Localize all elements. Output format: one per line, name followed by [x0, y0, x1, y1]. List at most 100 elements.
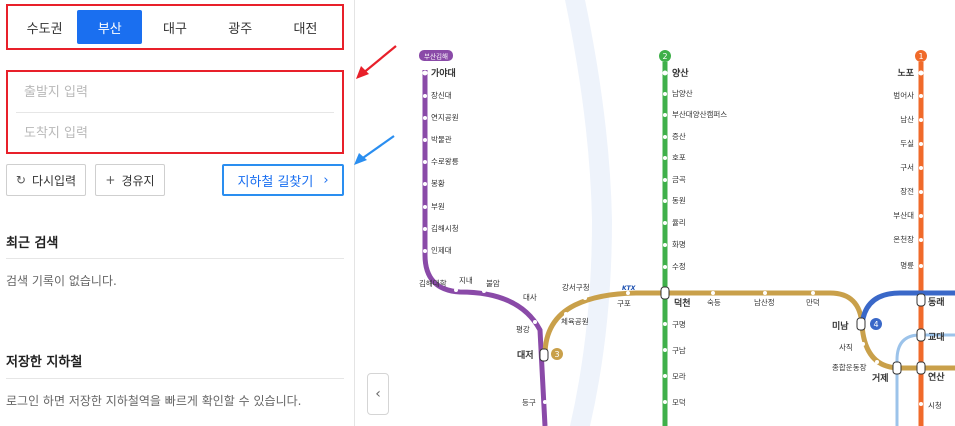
- station-label[interactable]: 숙등: [707, 298, 721, 307]
- station-label[interactable]: 체육공원: [561, 316, 589, 326]
- station-label[interactable]: 구서: [900, 163, 914, 172]
- station-label[interactable]: 구남: [672, 346, 686, 355]
- station-label[interactable]: 시청: [928, 401, 942, 410]
- station-label[interactable]: 모덕: [672, 397, 686, 407]
- station-label[interactable]: 장전: [900, 186, 914, 196]
- badge-line-4-label: 4: [873, 320, 878, 329]
- station-label[interactable]: 김해시청: [431, 223, 459, 233]
- station-label[interactable]: 덕천: [674, 298, 691, 309]
- station-label[interactable]: 온천장: [893, 234, 914, 244]
- station-label[interactable]: 화명: [672, 239, 686, 249]
- badge-busan-gimhae-label: 부산김해: [424, 52, 448, 61]
- recent-divider: [6, 258, 344, 259]
- subway-map[interactable]: 부산김해 2 1 3 4 KTX 가야대 장신대 연지공원 박물관 수로왕릉 봉…: [395, 0, 955, 426]
- station-label[interactable]: 인제대: [431, 245, 452, 255]
- gold-stations: 강서구청 체육공원 구포 숙등 남산정 만덕 미남 사직 종합운동장 거제: [561, 282, 902, 384]
- badge-line-1-label: 1: [918, 52, 923, 61]
- orange-stations: 노포 범어사 남산 두실 구서 장전 부산대 온천장 명륜 동래 교대 연산 시…: [893, 68, 945, 410]
- recent-empty-text: 검색 기록이 없습니다.: [6, 274, 117, 288]
- station-label[interactable]: 구명: [672, 319, 686, 329]
- add-via-button[interactable]: + 경유지: [95, 164, 165, 196]
- recent-search-title: 최근 검색: [6, 236, 59, 251]
- collapse-panel-button[interactable]: ‹: [367, 373, 389, 415]
- badge-line-2-label: 2: [662, 52, 667, 61]
- line-3: [542, 290, 955, 371]
- station-label[interactable]: 강서구청: [562, 282, 590, 292]
- station-label[interactable]: 평강: [516, 324, 530, 334]
- station-label[interactable]: 교대: [928, 331, 945, 343]
- station-label[interactable]: 명륜: [900, 260, 914, 270]
- arrival-input[interactable]: [8, 113, 342, 153]
- tab-region-busan[interactable]: 부산: [77, 10, 143, 44]
- station-label[interactable]: 만덕: [806, 297, 820, 307]
- station-label[interactable]: 수로왕릉: [431, 157, 459, 166]
- tab-region-daejeon[interactable]: 대전: [293, 21, 318, 37]
- badge-line-1: [915, 50, 927, 62]
- station-label[interactable]: 노포: [897, 68, 914, 79]
- station-label[interactable]: 대저: [517, 349, 534, 361]
- station-label[interactable]: 지내: [459, 276, 473, 285]
- station-label[interactable]: 봉황: [431, 178, 445, 188]
- station-label[interactable]: 등구: [522, 398, 536, 407]
- saved-login-message: 로그인 하면 저장한 지하철역을 빠르게 확인할 수 있습니다.: [6, 394, 302, 408]
- station-label[interactable]: 종합운동장: [832, 362, 867, 372]
- add-via-button-label: 경유지: [121, 173, 155, 188]
- badge-line-3: [551, 348, 563, 360]
- reset-button[interactable]: ↻ 다시입력: [6, 164, 86, 196]
- station-label[interactable]: 부산대: [893, 210, 914, 220]
- station-label[interactable]: 두실: [900, 138, 914, 148]
- plus-icon: +: [105, 173, 116, 187]
- refresh-icon: ↻: [15, 173, 26, 187]
- station-label[interactable]: 김해대학: [419, 278, 447, 288]
- line-light-blue: [895, 333, 955, 426]
- station-label[interactable]: 동원: [672, 196, 686, 205]
- line-busan-gimhae: [422, 70, 548, 426]
- tab-region-daegu[interactable]: 대구: [163, 21, 187, 37]
- ktx-badge: KTX: [622, 285, 636, 292]
- station-label[interactable]: 동래: [928, 296, 945, 308]
- station-label[interactable]: 불암: [486, 278, 500, 288]
- station-label[interactable]: 연지공원: [431, 113, 459, 122]
- station-label[interactable]: 구포: [617, 299, 631, 308]
- purple-stations: 가야대 장신대 연지공원 박물관 수로왕릉 봉황 부원 김해시청 인제대 김해대…: [419, 67, 549, 407]
- station-label[interactable]: 호포: [672, 153, 686, 162]
- station-label[interactable]: 대사: [523, 293, 537, 302]
- station-label[interactable]: 금곡: [672, 175, 686, 184]
- tab-region-gwangju[interactable]: 광주: [228, 21, 253, 37]
- station-label[interactable]: 증산: [672, 131, 686, 141]
- river-shape: [565, 0, 612, 426]
- station-label[interactable]: 부산대양산캠퍼스: [672, 109, 727, 119]
- red-annotation-arrow-icon: [356, 45, 397, 79]
- station-label[interactable]: 박물관: [431, 134, 452, 144]
- station-label[interactable]: 가야대: [431, 67, 456, 79]
- station-label[interactable]: 미남: [832, 320, 849, 332]
- badge-line-2: [659, 50, 671, 62]
- station-label[interactable]: 연산: [928, 371, 945, 383]
- station-label[interactable]: 모라: [672, 372, 686, 381]
- blue-annotation-arrow-icon: [354, 135, 395, 165]
- badge-line-4: [870, 318, 882, 330]
- station-label[interactable]: 사직: [839, 342, 853, 352]
- saved-divider: [6, 378, 344, 379]
- tab-region-capital[interactable]: 수도권: [26, 21, 63, 37]
- reset-button-label: 다시입력: [31, 173, 77, 188]
- departure-input[interactable]: [8, 72, 342, 112]
- station-label[interactable]: 양산: [672, 67, 689, 79]
- saved-subway-title: 저장한 지하철: [6, 355, 83, 370]
- chevron-left-icon: ‹: [375, 386, 381, 402]
- station-label[interactable]: 남산: [900, 114, 914, 124]
- station-label[interactable]: 남양산: [672, 88, 693, 98]
- badge-busan-gimhae: [419, 50, 453, 61]
- station-label[interactable]: 범어사: [893, 90, 914, 100]
- station-label[interactable]: 수정: [672, 261, 686, 271]
- station-label[interactable]: 율리: [672, 218, 686, 227]
- route-inputs: [6, 70, 344, 154]
- station-label[interactable]: 장신대: [431, 90, 452, 100]
- input-divider: [16, 112, 334, 113]
- station-label[interactable]: 남산정: [754, 297, 775, 307]
- subway-route-search-button[interactable]: 지하철 길찾기 ›: [222, 164, 344, 196]
- station-label[interactable]: 거제: [872, 372, 889, 384]
- badge-line-3-label: 3: [554, 350, 559, 359]
- station-label[interactable]: 부원: [431, 202, 445, 211]
